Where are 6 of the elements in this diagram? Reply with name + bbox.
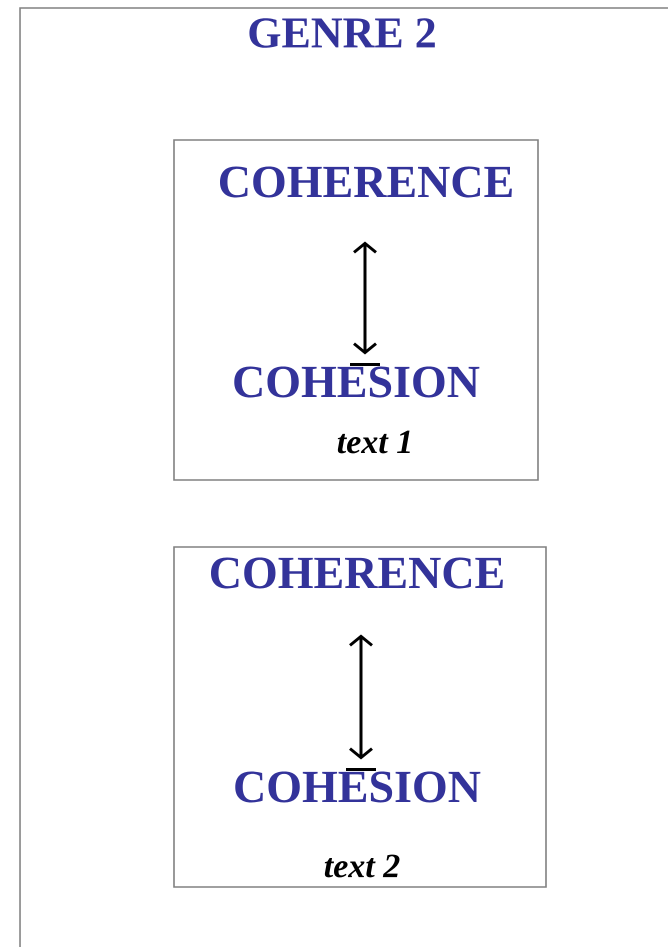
term-label: COHERENCE (220, 166, 512, 198)
term-label: COHESION (234, 366, 480, 398)
term-label: COHERENCE (211, 558, 503, 588)
arrow (346, 634, 376, 772)
arrow (350, 241, 380, 366)
term-label: COHESION (235, 772, 480, 802)
